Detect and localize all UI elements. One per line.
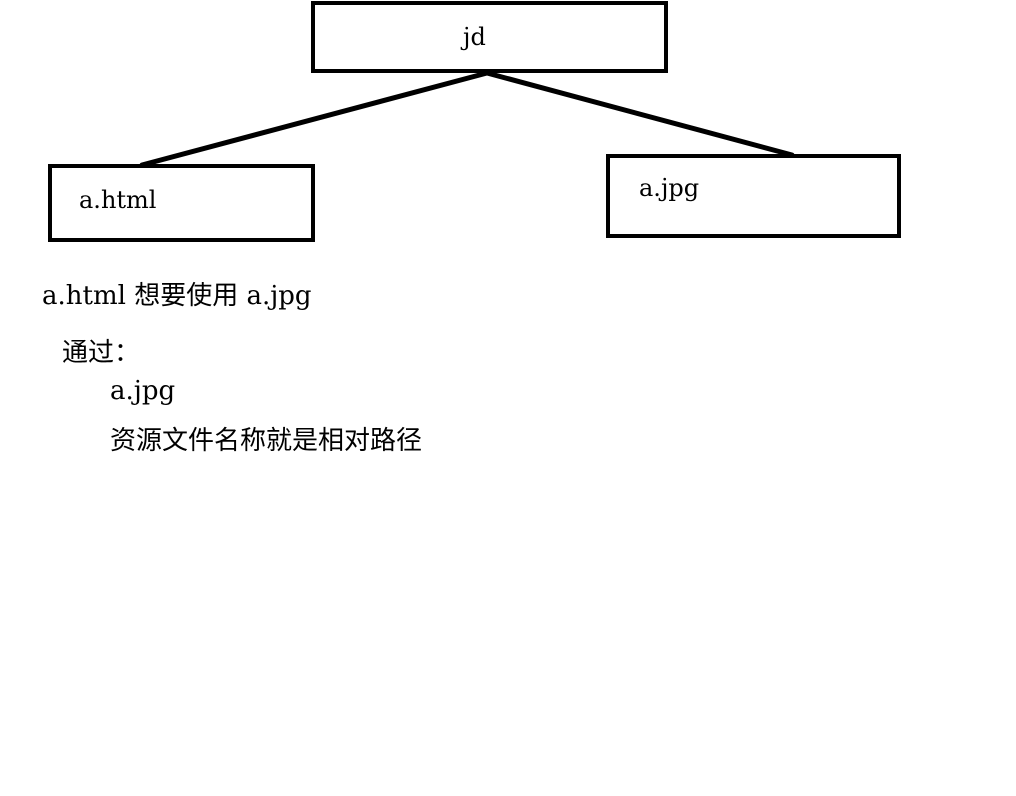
edge-root-to-left [139, 70, 490, 168]
node-html-file: a.html [48, 164, 315, 242]
node-root-folder: jd [311, 1, 668, 73]
note-question: a.html 想要使用 a.jpg [42, 281, 312, 311]
note-via: 通过： [62, 338, 141, 368]
note-rule: 资源文件名称就是相对路径 [110, 426, 423, 456]
node-html-label: a.html [79, 186, 157, 214]
node-root-label: jd [463, 23, 486, 51]
edge-root-to-right [484, 70, 795, 158]
node-jpg-file: a.jpg [606, 154, 901, 238]
note-file: a.jpg [110, 376, 176, 406]
node-jpg-label: a.jpg [639, 174, 700, 202]
